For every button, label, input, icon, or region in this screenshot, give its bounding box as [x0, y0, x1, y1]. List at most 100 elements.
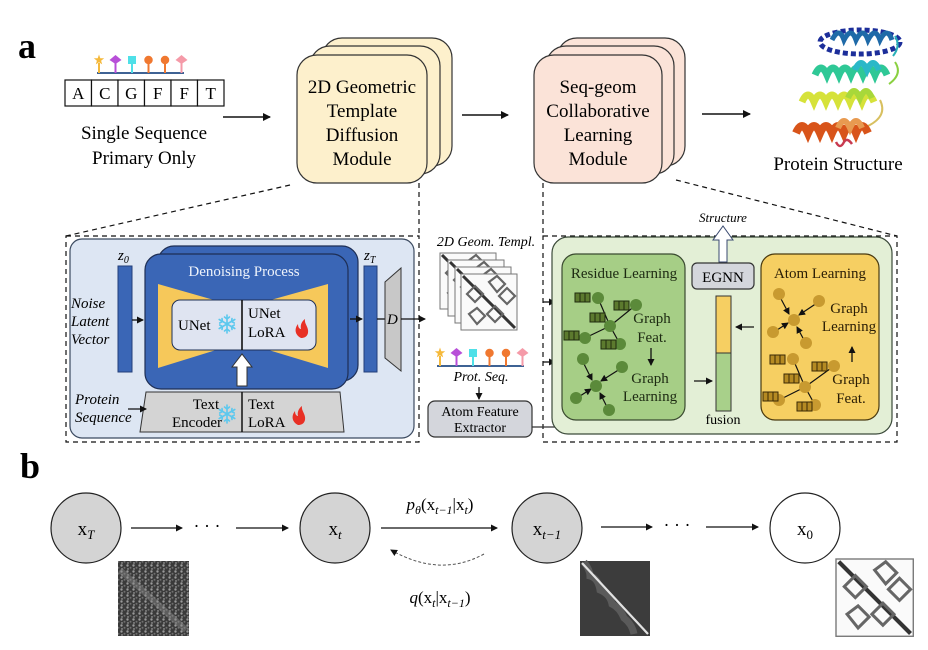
- template-label: 2D Geom. Templ.: [437, 235, 535, 250]
- residue-marker-star: [434, 347, 446, 366]
- sequence-letter: F: [153, 84, 162, 103]
- output-caption: Protein Structure: [773, 154, 902, 175]
- arrow-noising-dashed: [390, 549, 485, 566]
- tail-loop: [834, 138, 854, 148]
- ellipsis-1: · · ·: [194, 516, 221, 536]
- helix-blue: [817, 27, 903, 57]
- atom-feature-graph: [762, 353, 840, 412]
- protein-seq-label-2: Sequence: [75, 410, 132, 426]
- residue-marker-square: [128, 56, 136, 73]
- node-xT-label: xT: [78, 519, 96, 542]
- sequence-cell: T: [196, 79, 225, 107]
- loop-1: [892, 35, 899, 57]
- input-caption-line1: Single Sequence: [81, 123, 207, 144]
- structure-up-arrow: [712, 225, 734, 263]
- egnn-label: EGNN: [702, 270, 744, 286]
- node-xt-minus-1[interactable]: [511, 492, 583, 564]
- zoom-line-left: [65, 184, 291, 237]
- decoder-block[interactable]: [384, 266, 402, 373]
- residue-marker-circle: [144, 55, 153, 73]
- node-x0[interactable]: [769, 492, 841, 564]
- residue-marker-diamond: [175, 55, 188, 73]
- module1-line1: 2D Geometric: [308, 77, 416, 98]
- module2-card: [533, 54, 663, 184]
- loop-3: [867, 99, 884, 127]
- module2-line3: Learning: [564, 125, 633, 146]
- panel-a-label: a: [18, 26, 36, 66]
- sequence-cell: G: [117, 79, 146, 107]
- decoder-label: D: [386, 312, 398, 328]
- atom-graph-learning-2: Learning: [822, 319, 877, 335]
- unet-label: UNet: [178, 318, 211, 334]
- module1-card: [296, 54, 428, 184]
- residue-marker-diamond: [516, 348, 529, 366]
- zoom-line-right: [675, 179, 898, 237]
- input-caption-line2: Primary Only: [92, 148, 196, 169]
- egnn-block[interactable]: [691, 262, 755, 290]
- noise-map-xt-1: [580, 559, 650, 636]
- text-encoder-label-1: Text: [193, 397, 220, 413]
- middle-inputs: 2D Geom. Templ. Prot. Seq. Atom Feature …: [427, 235, 826, 438]
- loop-2: [888, 61, 899, 85]
- atom-feature-extractor[interactable]: [427, 400, 533, 438]
- sequence-cell: F: [170, 79, 199, 107]
- residue-marker-star: [93, 54, 105, 73]
- module2-line1: Seq-geom: [559, 77, 636, 98]
- collaborative-learning-module[interactable]: Seq-geom Collaborative Learning Module: [533, 37, 686, 184]
- reverse-process-label: q(xt|xt−1): [409, 588, 470, 610]
- residue-learning-title: Residue Learning: [571, 266, 678, 282]
- zT-vector-bar: [363, 265, 378, 373]
- node-xT[interactable]: [50, 492, 122, 564]
- unet-box[interactable]: [171, 299, 317, 351]
- collab-detail: Structure EGNN fusion Residue Learning G…: [551, 210, 893, 435]
- atom-learning-title: Atom Learning: [774, 266, 867, 282]
- text-encoder-label-2: Encoder: [172, 415, 222, 431]
- module1-line4: Module: [332, 149, 391, 170]
- sequence-letter: A: [72, 84, 85, 103]
- atom-graph-feat-1: Graph: [832, 372, 870, 388]
- module1-line2: Template: [327, 101, 397, 122]
- atom-extractor-label-1: Atom Feature: [441, 405, 518, 420]
- module1-line3: Diffusion: [326, 125, 399, 146]
- node-x0-label: x0: [797, 519, 813, 542]
- template-map-front: [459, 272, 519, 332]
- noise-label-1: Noise: [70, 296, 106, 312]
- residue-graph-feat-2: Feat.: [637, 330, 667, 346]
- residue-marker-square: [469, 349, 477, 366]
- helix-teal-green: [811, 60, 891, 84]
- sequence-markers: [93, 54, 188, 73]
- module2-line4: Module: [568, 149, 627, 170]
- atom-extractor-label-2: Extractor: [454, 421, 506, 436]
- z0-label: z0: [117, 248, 129, 266]
- zT-label: zT: [363, 248, 377, 266]
- helix-orange: [792, 118, 872, 144]
- noise-map-xT: [117, 561, 189, 636]
- template-diffusion-module[interactable]: 2D Geometric Template Diffusion Module: [296, 37, 453, 184]
- sequence-cell: A: [64, 79, 93, 107]
- residue-graph-learning-1: Graph: [631, 371, 669, 387]
- collab-detail-outline: [542, 235, 898, 443]
- unet-lora-label-1: UNet: [248, 306, 281, 322]
- prot-seq-markers: [434, 347, 529, 366]
- sequence-cell: C: [90, 79, 119, 107]
- atom-graph-feat-2: Feat.: [836, 391, 866, 407]
- fusion-label: fusion: [706, 413, 741, 428]
- residue-graph-learning-2: Learning: [623, 389, 678, 405]
- helix-yellow: [798, 88, 878, 111]
- residue-feature-graph: [563, 292, 642, 350]
- residue-marker-circle: [485, 348, 494, 366]
- sequence-letter: C: [99, 84, 110, 103]
- residue-marker-diamond: [450, 348, 463, 366]
- atom-graph-learning-1: Graph: [830, 301, 868, 317]
- node-xt[interactable]: [299, 492, 371, 564]
- text-lora-label-2: LoRA: [248, 415, 286, 431]
- forward-process-label: pθ(xt−1|xt): [406, 495, 474, 517]
- residue-graph-feat-1: Graph: [633, 311, 671, 327]
- condition-up-arrow: [230, 353, 254, 387]
- residue-marker-diamond: [109, 55, 122, 73]
- denoising-title: Denoising Process: [188, 264, 299, 280]
- prot-seq-label: Prot. Seq.: [452, 370, 508, 385]
